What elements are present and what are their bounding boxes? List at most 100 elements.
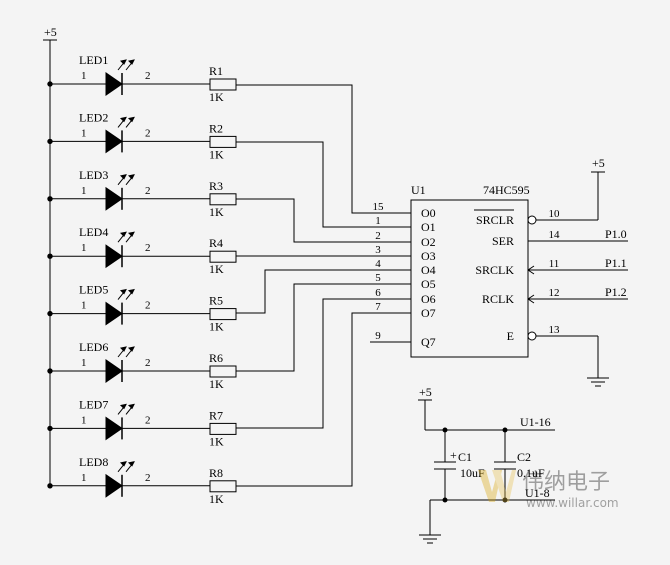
decoupling-capacitors: +5 U1-16 + C1 10uF C2 0.1uF U1-8 bbox=[418, 385, 555, 544]
led-label: LED1 bbox=[79, 53, 108, 67]
vcc-label: +5 bbox=[44, 25, 57, 39]
pin-number: 11 bbox=[549, 258, 560, 270]
c1-value: 10uF bbox=[460, 466, 485, 480]
resistor-ref: R3 bbox=[209, 179, 223, 193]
led-label: LED4 bbox=[79, 225, 108, 239]
ic-pin-left: 9 Q7 bbox=[375, 330, 435, 349]
vcc-rail: +5 bbox=[43, 25, 57, 488]
enable-ground bbox=[536, 335, 609, 387]
inversion-bubble bbox=[527, 331, 537, 341]
pin-name: O1 bbox=[421, 220, 436, 234]
pin-name: Q7 bbox=[421, 335, 436, 349]
resistor-ref: R6 bbox=[209, 351, 223, 365]
led-pin1: 1 bbox=[81, 472, 87, 484]
led-diode-icon bbox=[105, 416, 123, 441]
resistor-value: 1K bbox=[209, 434, 224, 448]
led-pin1: 1 bbox=[81, 242, 87, 254]
pin-number: 4 bbox=[375, 258, 381, 270]
resistor-value: 1K bbox=[209, 262, 224, 276]
srclr-pullup: +5 bbox=[536, 156, 605, 221]
bottom-net-label: U1-8 bbox=[525, 486, 550, 500]
inversion-bubble bbox=[527, 215, 537, 225]
resistor-body bbox=[209, 365, 237, 378]
resistor-ref: R5 bbox=[209, 294, 223, 308]
resistor-body bbox=[209, 422, 237, 435]
led-label: LED5 bbox=[79, 283, 108, 297]
led-label: LED6 bbox=[79, 340, 108, 354]
top-net-label: U1-16 bbox=[520, 415, 551, 429]
srclr-vcc-label: +5 bbox=[592, 156, 605, 170]
led-pin1: 1 bbox=[81, 357, 87, 369]
pin-name: RCLK bbox=[482, 292, 514, 306]
pin-number: 13 bbox=[549, 324, 561, 336]
led-pin2: 2 bbox=[145, 127, 151, 139]
led-pin2: 2 bbox=[145, 185, 151, 197]
pin-number: 1 bbox=[375, 215, 381, 227]
resistor-value: 1K bbox=[209, 377, 224, 391]
junction-dot bbox=[502, 497, 508, 503]
resistor-to-ic-wires bbox=[236, 84, 411, 487]
ic-pin-left: 6 O6 bbox=[375, 287, 435, 306]
resistor-value: 1K bbox=[209, 147, 224, 161]
willar-logo-icon bbox=[478, 470, 516, 502]
pin-number: 14 bbox=[549, 229, 561, 241]
net-label: P1.1 bbox=[605, 256, 627, 270]
pin-name: SRCLK bbox=[475, 263, 514, 277]
led-diode-icon bbox=[105, 186, 123, 211]
pin-number: 6 bbox=[375, 287, 381, 299]
pin-number: 3 bbox=[375, 244, 381, 256]
watermark: 伟纳电子 www.willar.com bbox=[478, 470, 619, 510]
pin-number: 9 bbox=[375, 330, 381, 342]
resistor-ref: R1 bbox=[209, 64, 223, 78]
pin-number: 7 bbox=[375, 301, 381, 313]
led-diode-icon bbox=[105, 473, 123, 498]
c2-ref: C2 bbox=[517, 450, 531, 464]
resistor-value: 1K bbox=[209, 205, 224, 219]
pin-number: 10 bbox=[549, 208, 561, 220]
resistor-body bbox=[209, 308, 237, 321]
led-pin1: 1 bbox=[81, 127, 87, 139]
led-diode-icon bbox=[105, 359, 123, 383]
led-pin1: 1 bbox=[81, 185, 87, 197]
resistor-ref: R4 bbox=[209, 236, 223, 250]
led-diode-icon bbox=[105, 129, 123, 154]
resistor-value: 1K bbox=[209, 90, 224, 104]
pin-number: 15 bbox=[373, 201, 385, 213]
resistor-ref: R2 bbox=[209, 121, 223, 135]
led-pin1: 1 bbox=[81, 414, 87, 426]
net-label: P1.0 bbox=[605, 227, 627, 241]
led-pin2: 2 bbox=[145, 242, 151, 254]
led-pin2: 2 bbox=[145, 472, 151, 484]
ic-74hc595: U1 74HC595 bbox=[410, 183, 530, 358]
resistor-body bbox=[209, 135, 237, 148]
ic-pin-right: E 13 bbox=[507, 324, 560, 343]
c2-value: 0.1uF bbox=[517, 466, 545, 480]
pin-name: O6 bbox=[421, 292, 436, 306]
led-diode-icon bbox=[105, 72, 123, 96]
resistor-value: 1K bbox=[209, 320, 224, 334]
pin-name: E bbox=[507, 329, 514, 343]
led-diode-icon bbox=[105, 244, 123, 269]
resistor-body bbox=[209, 250, 237, 263]
led-label: LED8 bbox=[79, 455, 108, 469]
resistor-ref: R8 bbox=[209, 466, 223, 480]
led-pin1: 1 bbox=[81, 300, 87, 312]
c1-plus: + bbox=[450, 448, 457, 462]
pin-number: 12 bbox=[549, 287, 560, 299]
c1-ref: C1 bbox=[458, 450, 472, 464]
